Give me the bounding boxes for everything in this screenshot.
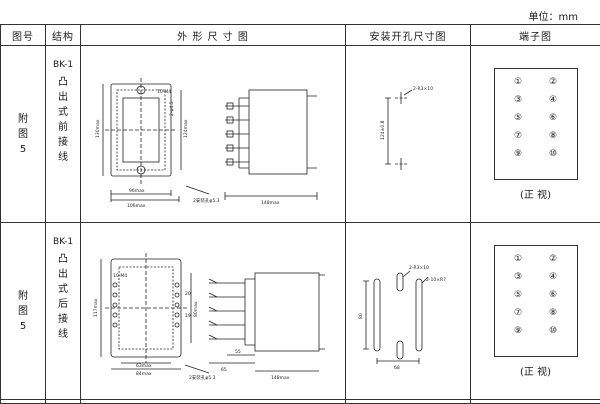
terminal-3: ③ bbox=[501, 272, 536, 282]
terminal-6: ⑥ bbox=[536, 290, 571, 300]
terminal-5: ⑤ bbox=[501, 290, 536, 300]
terminal-7: ⑦ bbox=[501, 131, 536, 141]
spec-table: 图号 结构 外 形 尺 寸 图 安装开孔尺寸图 端子图 附 图 5 BK-1 凸… bbox=[0, 24, 600, 404]
fig-id-char: 图 bbox=[1, 127, 45, 142]
dim-w2: 106max bbox=[127, 203, 146, 209]
terminal-cell: ① ② ③ ④ ⑤ ⑥ ⑦ ⑧ ⑨ ⑩ (正 视) bbox=[471, 223, 600, 400]
struct-char: 接 bbox=[46, 135, 80, 150]
terminal-8: ⑧ bbox=[536, 308, 571, 318]
table-row: 附 图 5 BK-1 凸 出 式 前 接 线 bbox=[1, 46, 600, 223]
fig-id-char: 5 bbox=[1, 319, 45, 334]
header-terminal: 端子图 bbox=[471, 25, 600, 46]
fig-id-char: 附 bbox=[1, 289, 45, 304]
dim-s2: 19 bbox=[185, 313, 191, 319]
dim-w1: 63max bbox=[136, 363, 152, 369]
struct-char: 线 bbox=[46, 327, 80, 342]
header-row: 图号 结构 外 形 尺 寸 图 安装开孔尺寸图 端子图 bbox=[1, 25, 600, 46]
header-fig-no: 图号 bbox=[1, 25, 46, 46]
dim-hole-note: 2安装孔φ5.3 bbox=[193, 197, 220, 204]
fig-id-char: 图 bbox=[1, 304, 45, 319]
dim-screw: 10-M4 bbox=[113, 273, 127, 279]
struct-char: 出 bbox=[46, 90, 80, 105]
struct-char: 凸 bbox=[46, 75, 80, 90]
terminal-3: ③ bbox=[501, 95, 536, 105]
outline-drawing-cell: 10-M4 63max 84max 117max 80max 20 19 2安装… bbox=[81, 223, 346, 400]
mounting-drawing-cell: 2-R3×10 2-10×R7 80 68 bbox=[346, 223, 471, 400]
terminal-4: ④ bbox=[536, 272, 571, 282]
dim-depth: 148max bbox=[261, 200, 280, 206]
terminal-cell: ① ② ③ ④ ⑤ ⑥ ⑦ ⑧ ⑨ ⑩ (正 视) bbox=[471, 46, 600, 223]
terminal-1: ① bbox=[501, 254, 536, 264]
terminal-2: ② bbox=[536, 254, 571, 264]
header-mounting: 安装开孔尺寸图 bbox=[346, 25, 471, 46]
dim-depth: 148max bbox=[271, 375, 290, 381]
terminal-9: ⑨ bbox=[501, 149, 536, 159]
struct-char: 后 bbox=[46, 297, 80, 312]
dim-spacing: 2-φ4.5 bbox=[169, 101, 175, 116]
dim-h1: 130max bbox=[95, 119, 101, 138]
header-outline: 外 形 尺 寸 图 bbox=[81, 25, 346, 46]
struct-char: 凸 bbox=[46, 252, 80, 267]
dim-w1: 96max bbox=[129, 188, 145, 194]
dim-screw: 10-M4 bbox=[157, 89, 171, 95]
struct-char: 线 bbox=[46, 150, 80, 165]
terminal-8: ⑧ bbox=[536, 131, 571, 141]
terminal-5: ⑤ bbox=[501, 113, 536, 123]
fig-id-char: 5 bbox=[1, 142, 45, 157]
mount-hole-1: 2-R3×10 bbox=[409, 265, 429, 271]
outline-drawing-rear-wiring: 10-M4 63max 84max 117max 80max 20 19 2安装… bbox=[81, 223, 346, 399]
outline-drawing-front-wiring: 10-M4 96max 106max 130max 124max 2-φ4.5 … bbox=[81, 46, 346, 222]
mount-hole-2: 2-10×R7 bbox=[426, 277, 446, 283]
struct-char: 式 bbox=[46, 282, 80, 297]
header-structure: 结构 bbox=[46, 25, 81, 46]
table-row: 附 图 5 BK-1 凸 出 式 后 接 线 bbox=[1, 223, 600, 400]
mount-height: 124±0.8 bbox=[380, 120, 386, 140]
structure-cell: BK-1 凸 出 式 后 接 线 bbox=[46, 223, 81, 400]
terminal-2: ② bbox=[536, 77, 571, 87]
terminal-10: ⑩ bbox=[536, 326, 571, 336]
mount-height: 80 bbox=[358, 313, 364, 319]
structure-cell: BK-1 凸 出 式 前 接 线 bbox=[46, 46, 81, 223]
terminal-7: ⑦ bbox=[501, 308, 536, 318]
dim-s1: 20 bbox=[185, 291, 191, 297]
terminal-9: ⑨ bbox=[501, 326, 536, 336]
terminal-caption: (正 视) bbox=[471, 363, 600, 378]
terminal-caption: (正 视) bbox=[471, 186, 600, 201]
mount-width: 68 bbox=[394, 365, 400, 371]
dim-d2: 65 bbox=[221, 367, 227, 373]
terminal-4: ④ bbox=[536, 95, 571, 105]
mounting-cutout-front: 2-R3×10 124±0.8 bbox=[346, 46, 471, 222]
table-row-empty bbox=[1, 400, 600, 404]
mounting-drawing-cell: 2-R3×10 124±0.8 bbox=[346, 46, 471, 223]
dim-w2: 84max bbox=[136, 371, 152, 377]
dim-hole-note: 2安装孔φ5.3 bbox=[189, 374, 216, 381]
mount-hole: 2-R3×10 bbox=[413, 86, 433, 92]
dim-h2: 124max bbox=[183, 119, 189, 138]
terminal-1: ① bbox=[501, 77, 536, 87]
mounting-cutout-rear: 2-R3×10 2-10×R7 80 68 bbox=[346, 223, 471, 399]
terminal-6: ⑥ bbox=[536, 113, 571, 123]
model-label: BK-1 bbox=[46, 58, 80, 73]
fig-id-cell: 附 图 5 bbox=[1, 46, 46, 223]
unit-label: 单位：mm bbox=[529, 8, 578, 23]
struct-char: 出 bbox=[46, 267, 80, 282]
struct-char: 式 bbox=[46, 105, 80, 120]
struct-char: 前 bbox=[46, 120, 80, 135]
terminal-diagram: ① ② ③ ④ ⑤ ⑥ ⑦ ⑧ ⑨ ⑩ bbox=[494, 245, 578, 357]
dim-h2: 80max bbox=[193, 301, 199, 317]
terminal-10: ⑩ bbox=[536, 149, 571, 159]
fig-id-cell: 附 图 5 bbox=[1, 223, 46, 400]
struct-char: 接 bbox=[46, 312, 80, 327]
dim-d1: 55 bbox=[235, 349, 241, 355]
terminal-diagram: ① ② ③ ④ ⑤ ⑥ ⑦ ⑧ ⑨ ⑩ bbox=[494, 68, 578, 180]
dim-h1: 117max bbox=[93, 298, 99, 317]
outline-drawing-cell: 10-M4 96max 106max 130max 124max 2-φ4.5 … bbox=[81, 46, 346, 223]
fig-id-char: 附 bbox=[1, 112, 45, 127]
model-label: BK-1 bbox=[46, 235, 80, 250]
